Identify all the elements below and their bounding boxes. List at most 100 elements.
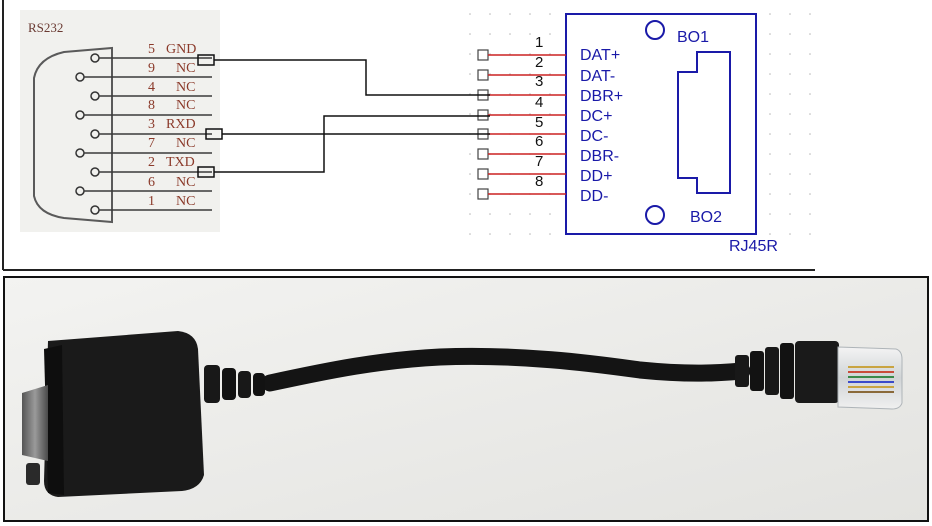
bo2-label: BO2 xyxy=(690,209,722,226)
grid-dot xyxy=(489,213,491,215)
rj45-body xyxy=(565,13,757,235)
bo1-label: BO1 xyxy=(677,29,709,46)
rj45-pin-wires xyxy=(477,49,566,200)
rs232-pin-row: 1 NC xyxy=(148,194,195,209)
grid-dot xyxy=(789,113,791,115)
grid-dot xyxy=(809,233,811,235)
db9-screw xyxy=(26,463,40,485)
grid-dot xyxy=(469,73,471,75)
rj45-pin-name: DD- xyxy=(580,188,608,205)
grid-dot xyxy=(769,153,771,155)
rj45-pin-name: DBR- xyxy=(580,148,619,165)
rj45-title: RJ45R xyxy=(729,238,778,255)
grid-dot xyxy=(789,33,791,35)
rs232-pin-name: NC xyxy=(176,136,195,151)
rs232-pin-row: 4 NC xyxy=(148,80,195,95)
connection-wires xyxy=(197,54,490,178)
db9-connector-outline xyxy=(33,46,113,224)
rs232-title: RS232 xyxy=(28,20,63,35)
grid-dot xyxy=(469,53,471,55)
rs232-pin-name: NC xyxy=(176,80,195,95)
db9-hood-front xyxy=(44,345,64,495)
rj45-boot xyxy=(735,341,839,403)
bo1-circle xyxy=(645,20,665,40)
grid-dot xyxy=(509,13,511,15)
grid-dot xyxy=(809,113,811,115)
grid-dot xyxy=(469,193,471,195)
grid-dot xyxy=(529,33,531,35)
grid-dot xyxy=(809,133,811,135)
rj45-dot-grid xyxy=(469,13,811,235)
rj45-pin-name: DC- xyxy=(580,128,608,145)
rs232-pin-name: NC xyxy=(176,194,195,209)
db9-pin-holes xyxy=(75,53,100,215)
grid-dot xyxy=(489,33,491,35)
grid-dot xyxy=(789,73,791,75)
grid-dot xyxy=(769,33,771,35)
grid-dot xyxy=(809,73,811,75)
wire-gnd-to-dbr-plus xyxy=(214,59,490,96)
grid-dot xyxy=(469,153,471,155)
grid-dot xyxy=(809,33,811,35)
grid-dot xyxy=(789,173,791,175)
rs232-pin-number: 8 xyxy=(148,98,155,113)
grid-dot xyxy=(809,193,811,195)
rs232-pin-number: 9 xyxy=(148,61,155,76)
rj45-contacts xyxy=(848,366,894,393)
grid-dot xyxy=(469,173,471,175)
grid-dot xyxy=(789,53,791,55)
rs232-pin-number: 1 xyxy=(148,194,155,209)
rj45-pin-number: 6 xyxy=(535,133,543,150)
rj45-pin-name: DAT+ xyxy=(580,47,620,64)
grid-dot xyxy=(769,13,771,15)
db9-metal-shell xyxy=(22,385,48,461)
grid-dot xyxy=(469,213,471,215)
rj45-pin-number: 1 xyxy=(535,34,543,51)
grid-dot xyxy=(789,153,791,155)
grid-dot xyxy=(769,73,771,75)
grid-dot xyxy=(809,93,811,95)
grid-dot xyxy=(789,193,791,195)
strain-relief xyxy=(204,365,265,403)
grid-dot xyxy=(809,213,811,215)
rs232-pin-name: NC xyxy=(176,61,195,76)
grid-dot xyxy=(809,13,811,15)
rs232-pin-lines xyxy=(84,57,212,211)
rj45-pin-name: DD+ xyxy=(580,168,612,185)
grid-dot xyxy=(529,13,531,15)
cable-photo xyxy=(3,276,929,522)
rj45-pin-terminal xyxy=(477,148,489,160)
grid-dot xyxy=(809,173,811,175)
grid-dot xyxy=(469,233,471,235)
grid-dot xyxy=(509,33,511,35)
rs232-pin-name: NC xyxy=(176,175,195,190)
rj45-pin-labels: 1 DAT+ 2 DAT- 3 DBR+ 4 DC+ 5 DC- 6 DBR- … xyxy=(535,34,623,205)
rj45-pin-name: DC+ xyxy=(580,108,612,125)
grid-dot xyxy=(549,233,551,235)
grid-dot xyxy=(769,173,771,175)
bo2-circle xyxy=(645,205,665,225)
grid-dot xyxy=(769,53,771,55)
grid-dot xyxy=(769,213,771,215)
rs232-pin-row: 9 NC xyxy=(148,61,195,76)
grid-dot xyxy=(469,13,471,15)
db9-hood xyxy=(44,331,204,497)
rj45-pin-name: DBR+ xyxy=(580,88,623,105)
grid-dot xyxy=(549,213,551,215)
rs232-pin-number: 4 xyxy=(148,80,155,95)
rj45-pin-number: 7 xyxy=(535,153,543,170)
rs232-pin-number: 5 xyxy=(148,42,155,57)
rs232-pin-name: TXD xyxy=(166,155,195,170)
grid-dot xyxy=(769,193,771,195)
grid-dot xyxy=(489,13,491,15)
grid-dot xyxy=(529,213,531,215)
grid-dot xyxy=(789,93,791,95)
grid-dot xyxy=(769,233,771,235)
